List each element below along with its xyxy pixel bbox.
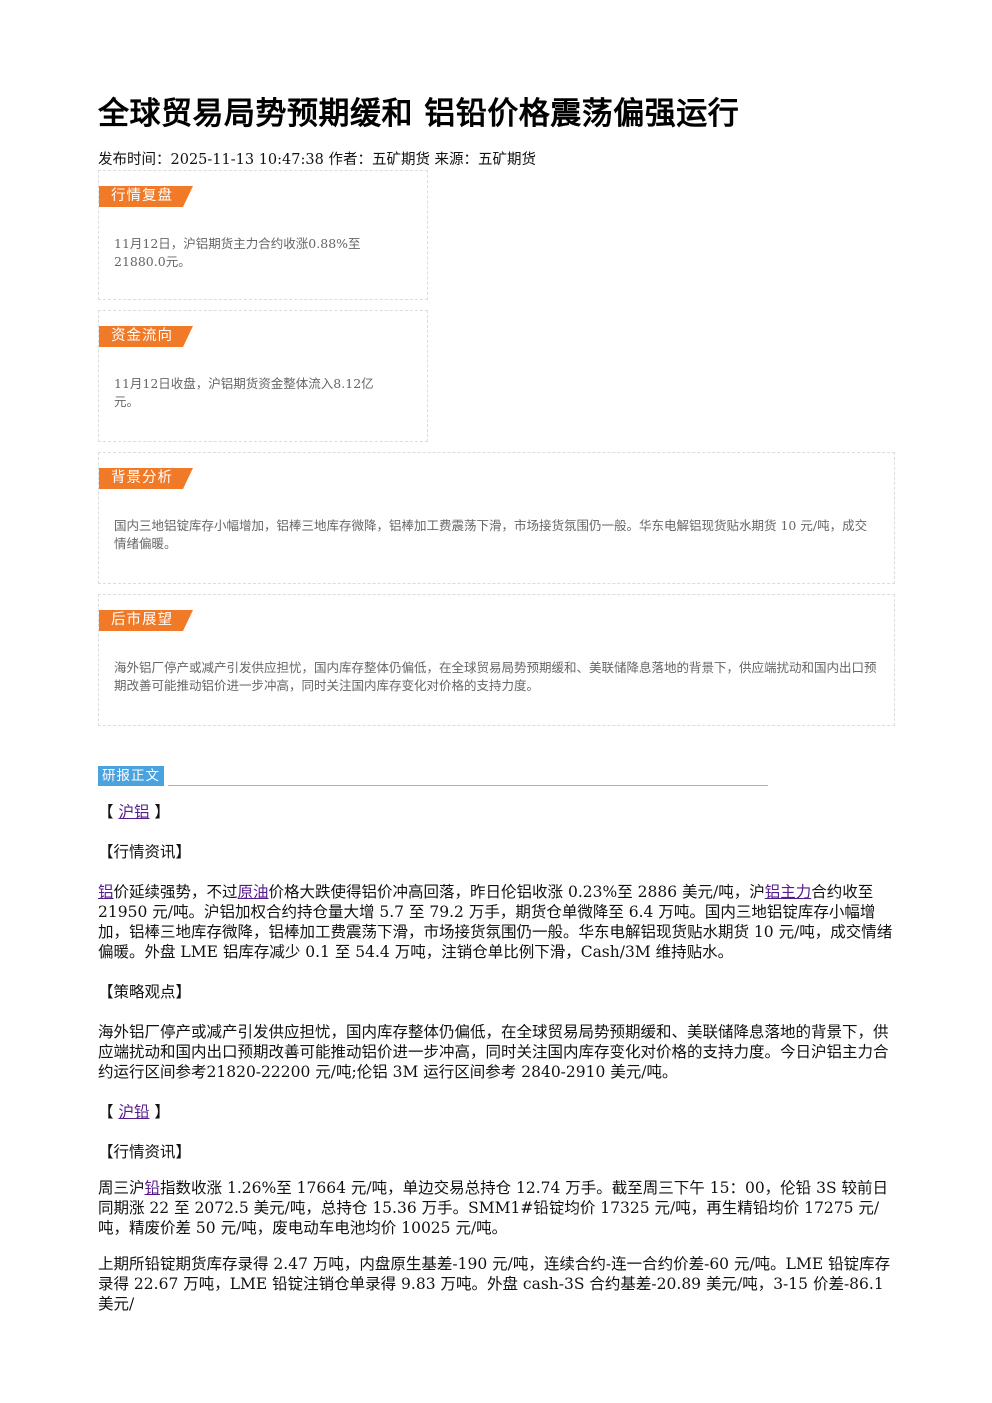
article-meta: 发布时间：2025-11-13 10:47:38 作者：五矿期货 来源：五矿期货 <box>98 152 537 168</box>
card-tag-capital: 资金流向 <box>99 326 193 347</box>
strategy-paragraph-al: 海外铝厂停产或减产引发供应担忧，国内库存整体仍偏低，在全球贸易局势预期缓和、美联… <box>98 1023 889 1081</box>
news-text: 合约收至 21950 元/吨。沪铝加权合约持仓量大增 5.7 至 79.2 万手… <box>98 883 893 961</box>
news-text: 价格大跌使得铝价冲高回落，昨日伦铝收涨 0.23%至 2886 美元/吨，沪 <box>268 883 765 901</box>
article-title: 全球贸易局势预期缓和 铝铅价格震荡偏强运行 <box>98 96 740 132</box>
bracket-close: 】 <box>154 1103 170 1121</box>
card-market-outlook: 后市展望 海外铝厂停产或减产引发供应担忧，国内库存整体仍偏低，在全球贸易局势预期… <box>98 594 895 726</box>
card-tag-outlook: 后市展望 <box>99 610 193 631</box>
report-section-header: 研报正文 <box>98 766 768 788</box>
card-tag-review: 行情复盘 <box>99 186 193 207</box>
link-al-futures[interactable]: 沪铝 <box>118 803 150 821</box>
news-paragraph-pb-1: 周三沪铅指数收涨 1.26%至 17664 元/吨，单边交易总持仓 12.74 … <box>98 1178 893 1238</box>
news-heading-pb: 【行情资讯】 <box>98 1143 192 1161</box>
section-divider <box>168 785 768 786</box>
news-text: 价延续强势，不过 <box>113 883 238 901</box>
card-tag-background: 背景分析 <box>99 468 193 489</box>
bracket-close: 】 <box>154 803 170 821</box>
bracket-open: 【 <box>98 803 114 821</box>
link-aluminum[interactable]: 铝 <box>98 883 114 901</box>
link-crude-oil[interactable]: 原油 <box>237 883 269 901</box>
card-text-background: 国内三地铝锭库存小幅增加，铝棒三地库存微降，铝棒加工费震荡下滑，市场接货氛围仍一… <box>114 518 868 551</box>
section-heading-pb: 【 沪铅 】 <box>98 1102 893 1122</box>
strategy-heading-al: 【策略观点】 <box>98 983 192 1001</box>
card-capital-flow: 资金流向 11月12日收盘，沪铝期货资金整体流入8.12亿元。 <box>98 310 428 442</box>
news-paragraph-al: 铝价延续强势，不过原油价格大跌使得铝价冲高回落，昨日伦铝收涨 0.23%至 28… <box>98 882 893 962</box>
card-text-capital: 11月12日收盘，沪铝期货资金整体流入8.12亿元。 <box>114 376 374 409</box>
bracket-open: 【 <box>98 1103 114 1121</box>
link-al-main[interactable]: 铝主力 <box>764 883 812 901</box>
link-pb-futures[interactable]: 沪铅 <box>118 1103 150 1121</box>
report-section-label: 研报正文 <box>98 766 164 786</box>
news-text: 周三沪 <box>98 1179 145 1197</box>
card-market-review: 行情复盘 11月12日，沪铝期货主力合约收涨0.88%至21880.0元。 <box>98 170 428 300</box>
card-text-review: 11月12日，沪铝期货主力合约收涨0.88%至21880.0元。 <box>114 236 361 269</box>
card-text-outlook: 海外铝厂停产或减产引发供应担忧，国内库存整体仍偏低，在全球贸易局势预期缓和、美联… <box>114 660 877 693</box>
card-background-analysis: 背景分析 国内三地铝锭库存小幅增加，铝棒三地库存微降，铝棒加工费震荡下滑，市场接… <box>98 452 895 584</box>
news-paragraph-pb-2: 上期所铅锭期货库存录得 2.47 万吨，内盘原生基差-190 元/吨，连续合约-… <box>98 1255 891 1313</box>
link-lead[interactable]: 铅 <box>144 1179 161 1197</box>
news-text: 指数收涨 1.26%至 17664 元/吨，单边交易总持仓 12.74 万手。截… <box>98 1179 889 1237</box>
section-heading-al: 【 沪铝 】 <box>98 802 893 822</box>
news-heading-al: 【行情资讯】 <box>98 843 192 861</box>
